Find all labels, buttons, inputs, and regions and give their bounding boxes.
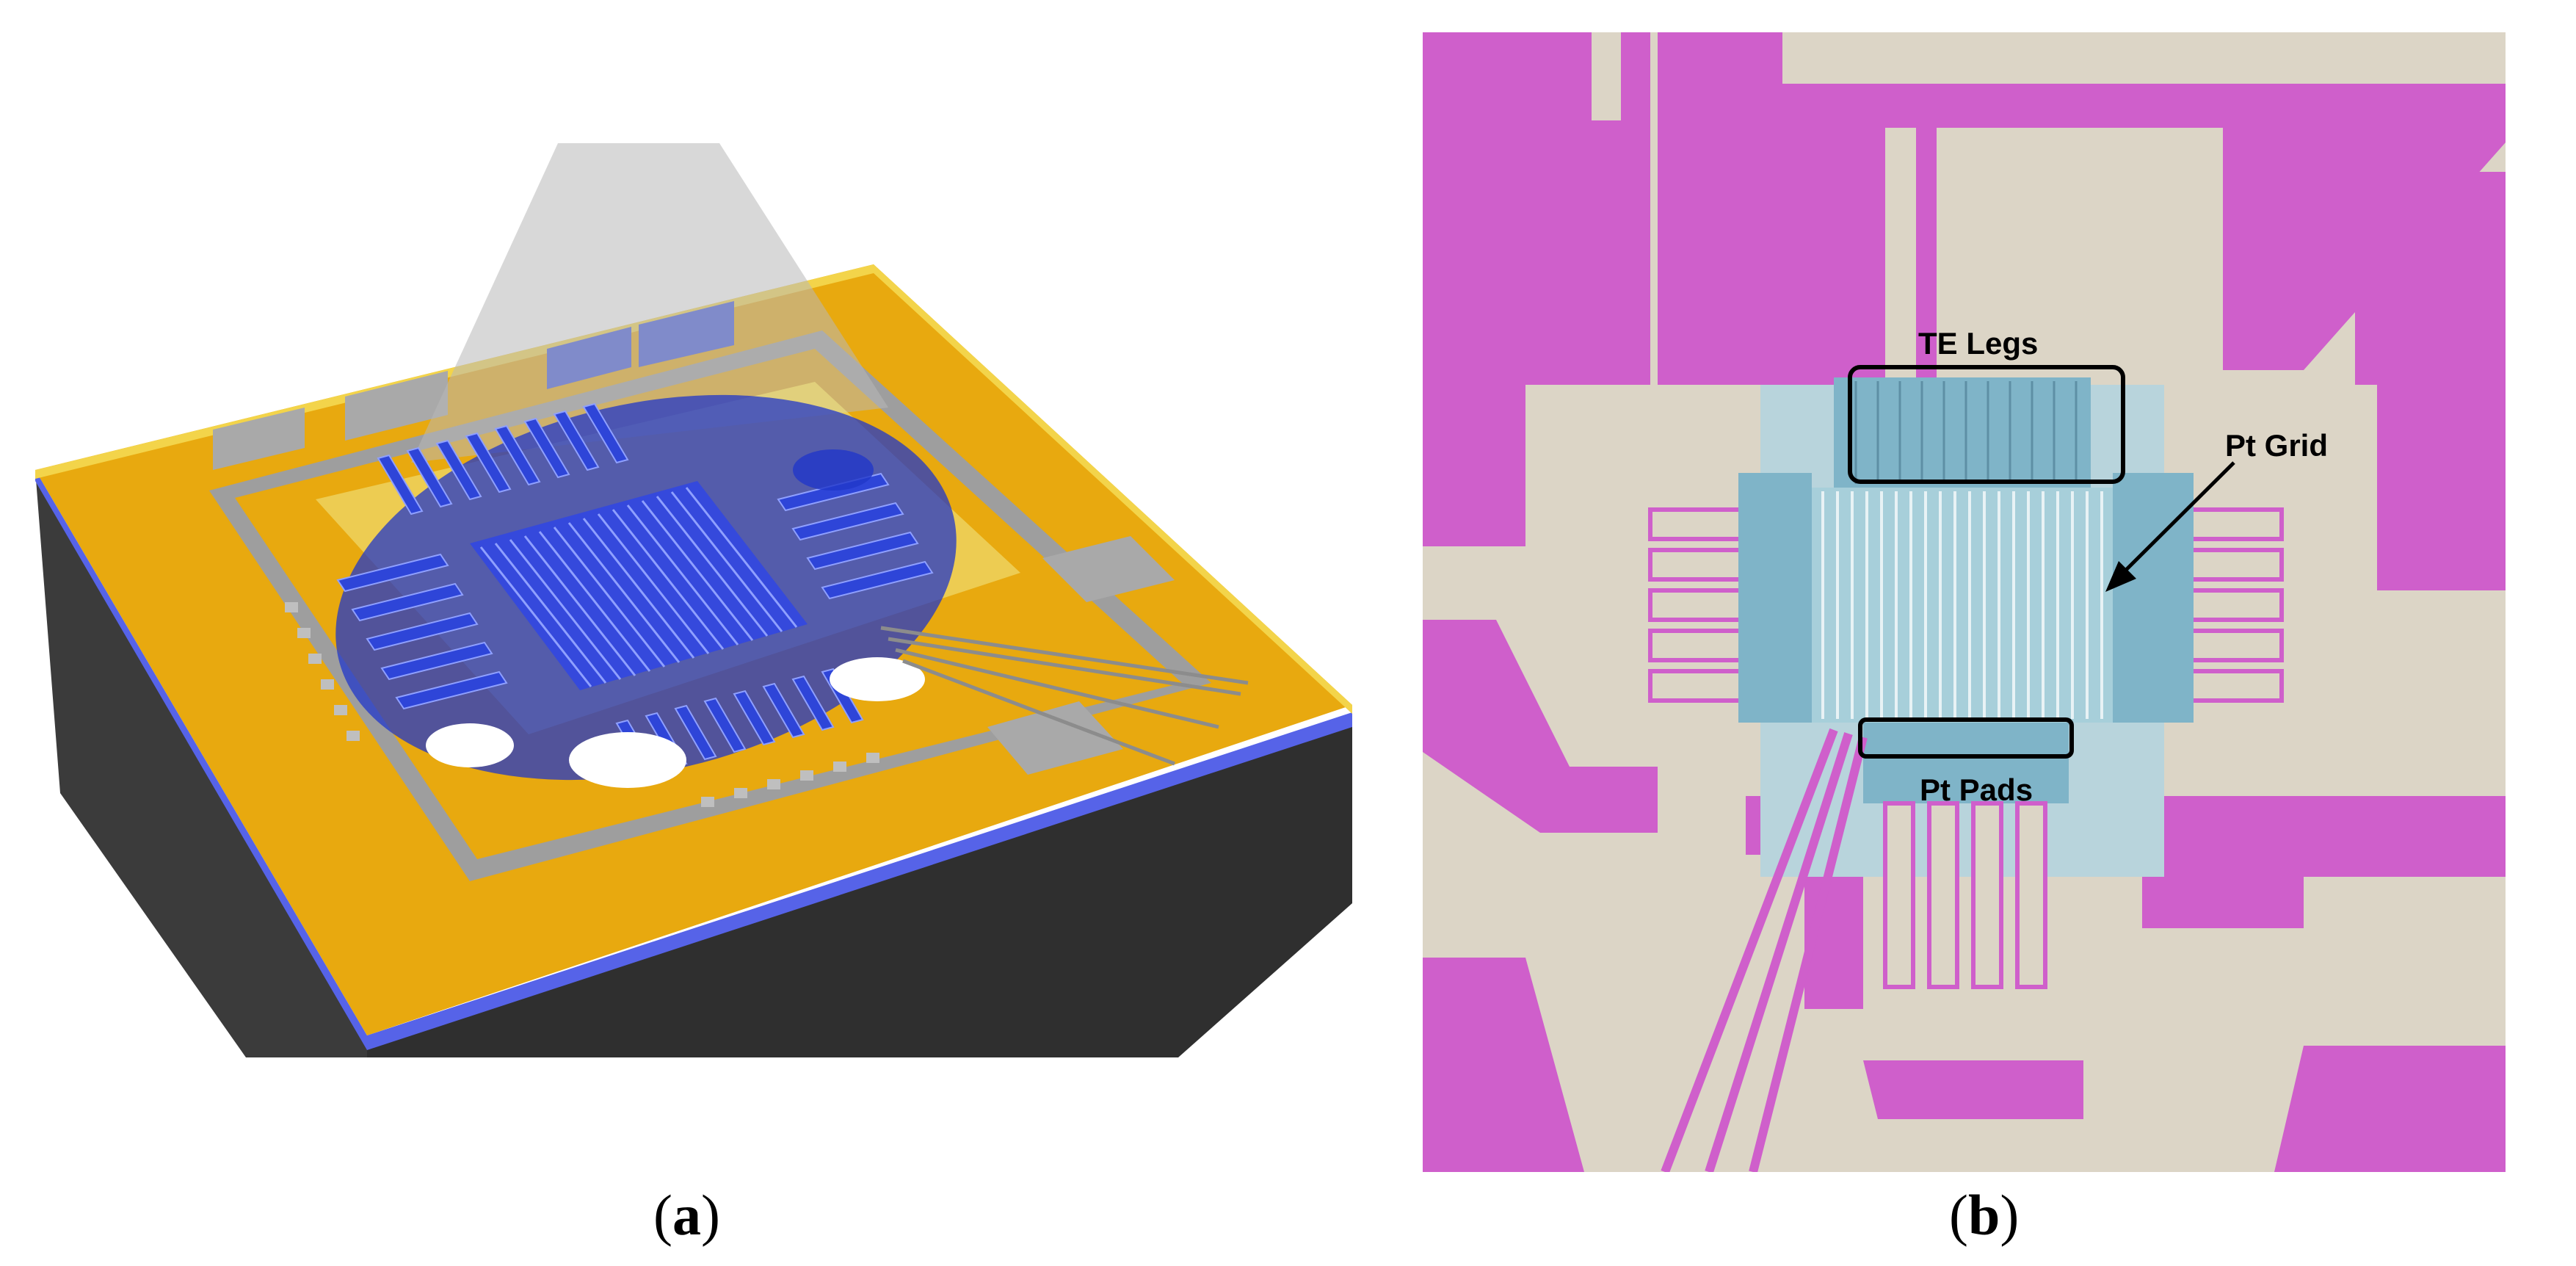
te-legs-box (1848, 365, 2125, 484)
pad-top-left (213, 408, 305, 470)
te-legs-top (377, 402, 629, 516)
te-leg-strips (1854, 381, 2078, 484)
caption-a: (a) (653, 1183, 720, 1247)
pad-right-2 (987, 701, 1123, 775)
bottom-traces (1883, 801, 2047, 989)
te-legs-right (777, 472, 934, 600)
projection-cone (411, 143, 888, 463)
routing-traces (880, 626, 1249, 766)
label-te-legs: TE Legs (1918, 326, 2038, 361)
pt-grid-arrow (2115, 461, 2235, 581)
pt-grid-arrowhead (2105, 561, 2136, 592)
chip-3d-rendering (35, 143, 1352, 1057)
pt-pad-band (1863, 723, 2069, 803)
etch-cavity-1 (426, 723, 514, 767)
pad-top-mid (345, 371, 448, 441)
pt-grid (1812, 488, 2113, 723)
center-grid-lines (479, 487, 798, 687)
blue-substrate-layer (35, 470, 1352, 1050)
pt-grid-lines (1821, 491, 2103, 719)
te-leg-band (1834, 377, 2091, 488)
diagonal-traces (1661, 728, 1868, 1172)
te-legs-left (336, 553, 508, 710)
pad-band-left (1738, 473, 1812, 723)
label-pt-grid: Pt Grid (2225, 428, 2328, 463)
contact-pads-left (285, 602, 360, 741)
pad-right-1 (1042, 536, 1175, 602)
magenta-metal (1423, 32, 2506, 1172)
caption-b: (b) (1949, 1183, 2020, 1247)
etch-cavity-3 (830, 657, 925, 701)
device-micrograph: TE Legs Pt Grid Pt Pads (1423, 32, 2506, 1172)
contact-pads-bottom (701, 753, 879, 807)
etch-cavity-4 (793, 449, 874, 491)
top-bus-lines (1885, 128, 2122, 385)
pt-pads-box (1858, 717, 2074, 759)
pad-band-right (2113, 473, 2194, 723)
label-pt-pads: Pt Pads (1920, 773, 2033, 807)
etch-cavity-2 (569, 732, 686, 788)
